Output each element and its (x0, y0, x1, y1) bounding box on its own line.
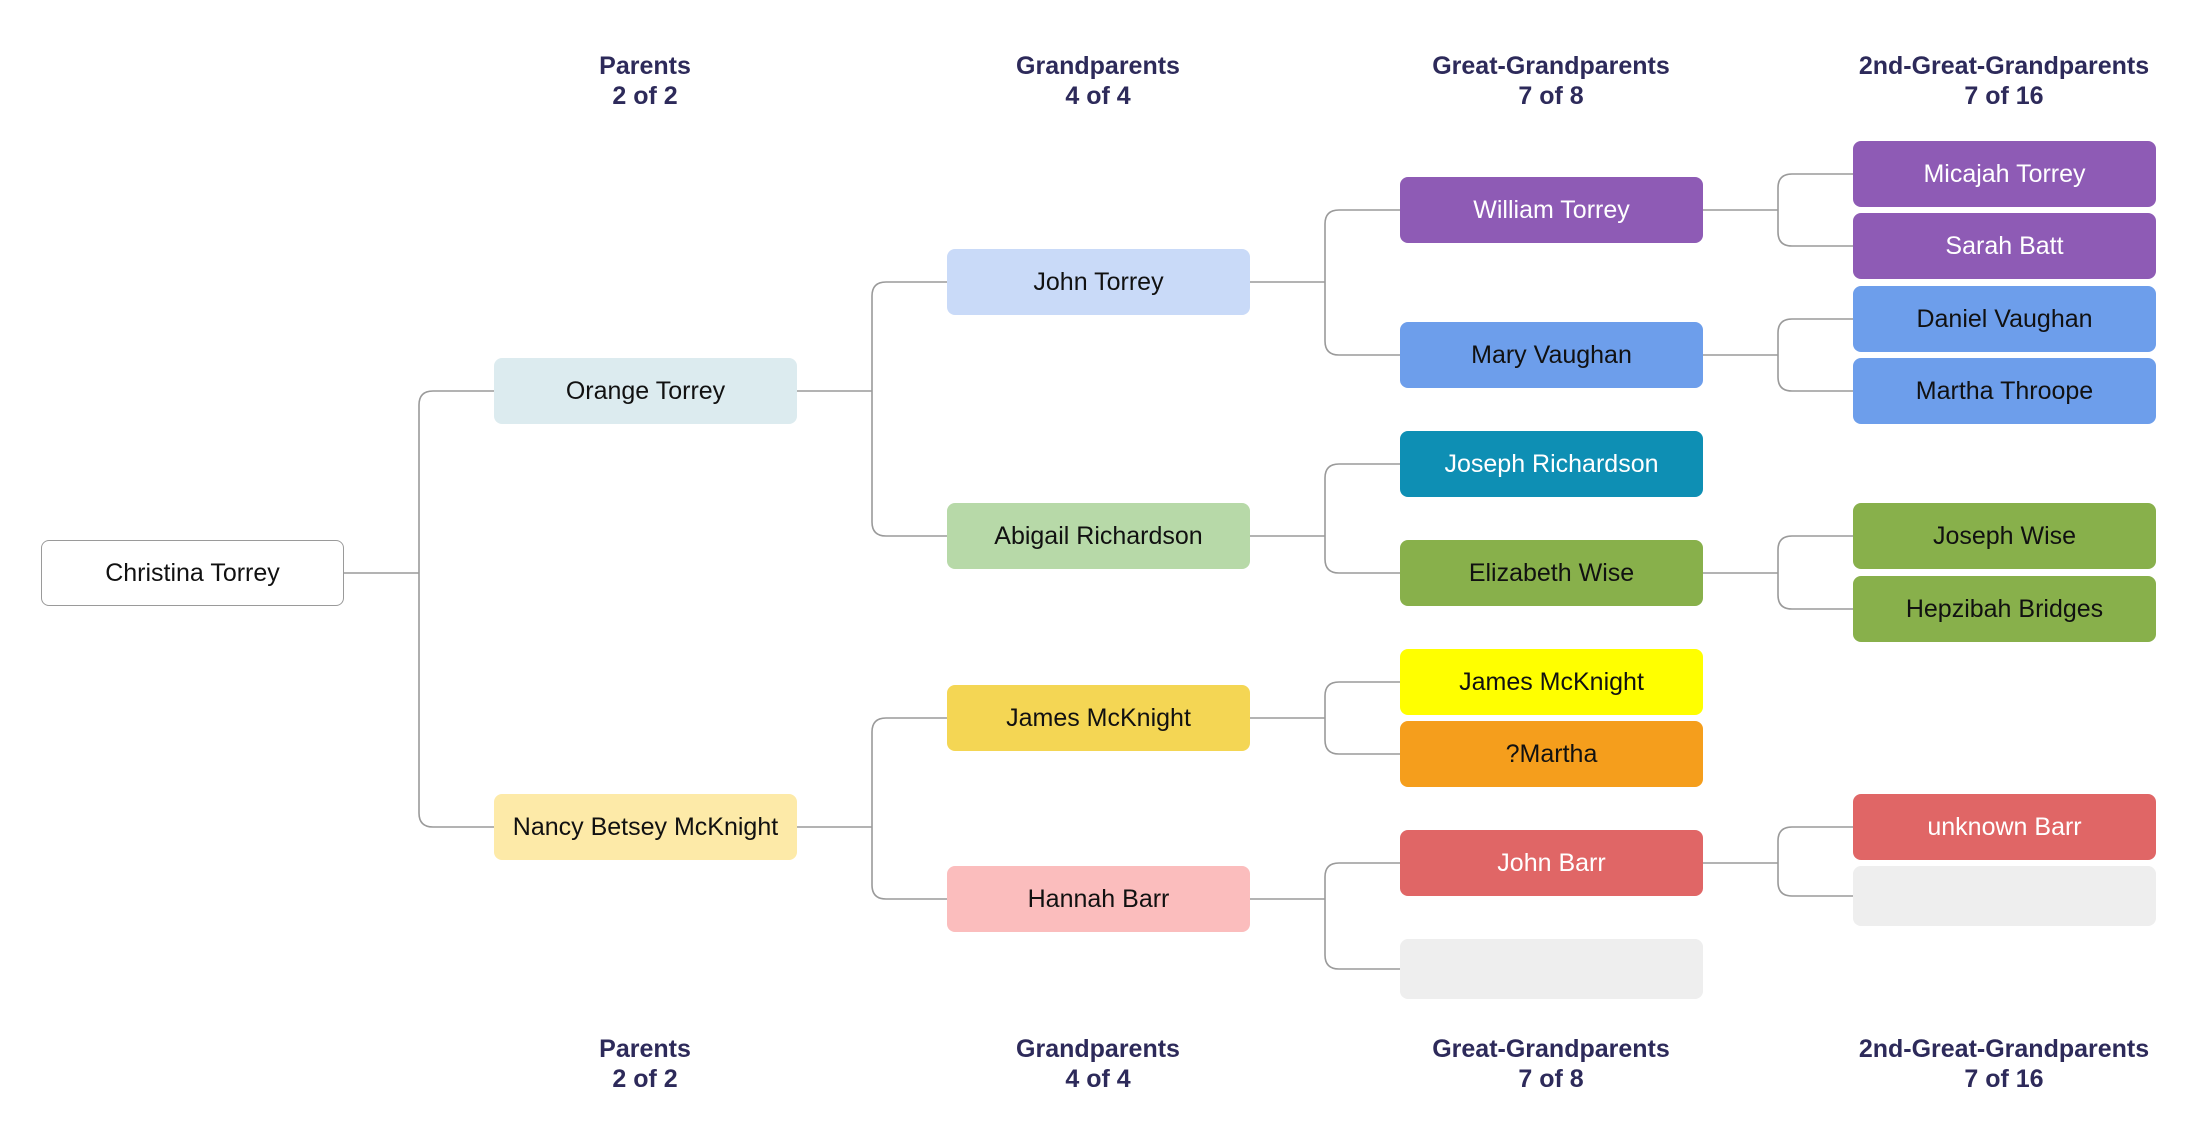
person-2nd-great-grandparent[interactable]: unknown Barr (1853, 794, 2156, 860)
connector-parent (797, 717, 947, 900)
header-great-grandparents-top: Great-Grandparents 7 of 8 (1381, 51, 1721, 111)
connector-great-grandparent (1703, 826, 1853, 897)
header-title: Parents (599, 52, 691, 80)
person-2nd-great-grandparent[interactable]: Sarah Batt (1853, 213, 2156, 279)
header-grandparents-bottom: Grandparents 4 of 4 (928, 1034, 1268, 1094)
person-parent[interactable]: Orange Torrey (494, 358, 797, 424)
person-great-grandparent[interactable]: ?Martha (1400, 721, 1703, 787)
header-2nd-great-grandparents-bottom: 2nd-Great-Grandparents 7 of 16 (1834, 1034, 2174, 1094)
header-count: 4 of 4 (1065, 82, 1131, 110)
person-grandparent[interactable]: Hannah Barr (947, 866, 1250, 932)
header-count: 7 of 16 (1964, 1065, 2044, 1093)
header-title: Grandparents (1016, 1035, 1180, 1063)
person-parent[interactable]: Nancy Betsey McKnight (494, 794, 797, 860)
person-2nd-great-grandparent[interactable]: Joseph Wise (1853, 503, 2156, 569)
connector-grandparent (1250, 862, 1400, 970)
person-empty-slot[interactable] (1400, 939, 1703, 999)
header-count: 7 of 8 (1518, 1065, 1584, 1093)
connector-root (344, 390, 494, 828)
header-title: Great-Grandparents (1432, 1035, 1670, 1063)
person-great-grandparent[interactable]: John Barr (1400, 830, 1703, 896)
person-2nd-great-grandparent[interactable]: Martha Throope (1853, 358, 2156, 424)
header-title: Parents (599, 1035, 691, 1063)
header-parents-top: Parents 2 of 2 (475, 51, 815, 111)
person-great-grandparent[interactable]: Mary Vaughan (1400, 322, 1703, 388)
person-2nd-great-grandparent[interactable]: Daniel Vaughan (1853, 286, 2156, 352)
header-grandparents-top: Grandparents 4 of 4 (928, 51, 1268, 111)
header-count: 2 of 2 (612, 1065, 678, 1093)
header-count: 4 of 4 (1065, 1065, 1131, 1093)
header-title: 2nd-Great-Grandparents (1858, 1035, 2150, 1063)
header-title: 2nd-Great-Grandparents (1858, 52, 2150, 80)
header-title: Great-Grandparents (1432, 52, 1670, 80)
connector-great-grandparent (1703, 318, 1853, 392)
person-root[interactable]: Christina Torrey (41, 540, 344, 606)
connector-great-grandparent (1703, 535, 1853, 610)
connector-grandparent (1250, 681, 1400, 755)
connector-grandparent (1250, 209, 1400, 356)
person-2nd-great-grandparent[interactable]: Hepzibah Bridges (1853, 576, 2156, 642)
header-count: 7 of 8 (1518, 82, 1584, 110)
person-grandparent[interactable]: John Torrey (947, 249, 1250, 315)
connector-parent (797, 281, 947, 537)
header-2nd-great-grandparents-top: 2nd-Great-Grandparents 7 of 16 (1834, 51, 2174, 111)
connector-grandparent (1250, 463, 1400, 574)
header-count: 7 of 16 (1964, 82, 2044, 110)
person-great-grandparent[interactable]: Joseph Richardson (1400, 431, 1703, 497)
person-great-grandparent[interactable]: Elizabeth Wise (1400, 540, 1703, 606)
header-parents-bottom: Parents 2 of 2 (475, 1034, 815, 1094)
person-empty-slot[interactable] (1853, 866, 2156, 926)
person-grandparent[interactable]: James McKnight (947, 685, 1250, 751)
header-great-grandparents-bottom: Great-Grandparents 7 of 8 (1381, 1034, 1721, 1094)
header-count: 2 of 2 (612, 82, 678, 110)
header-title: Grandparents (1016, 52, 1180, 80)
person-2nd-great-grandparent[interactable]: Micajah Torrey (1853, 141, 2156, 207)
person-grandparent[interactable]: Abigail Richardson (947, 503, 1250, 569)
person-great-grandparent[interactable]: James McKnight (1400, 649, 1703, 715)
connector-great-grandparent (1703, 173, 1853, 247)
person-great-grandparent[interactable]: William Torrey (1400, 177, 1703, 243)
